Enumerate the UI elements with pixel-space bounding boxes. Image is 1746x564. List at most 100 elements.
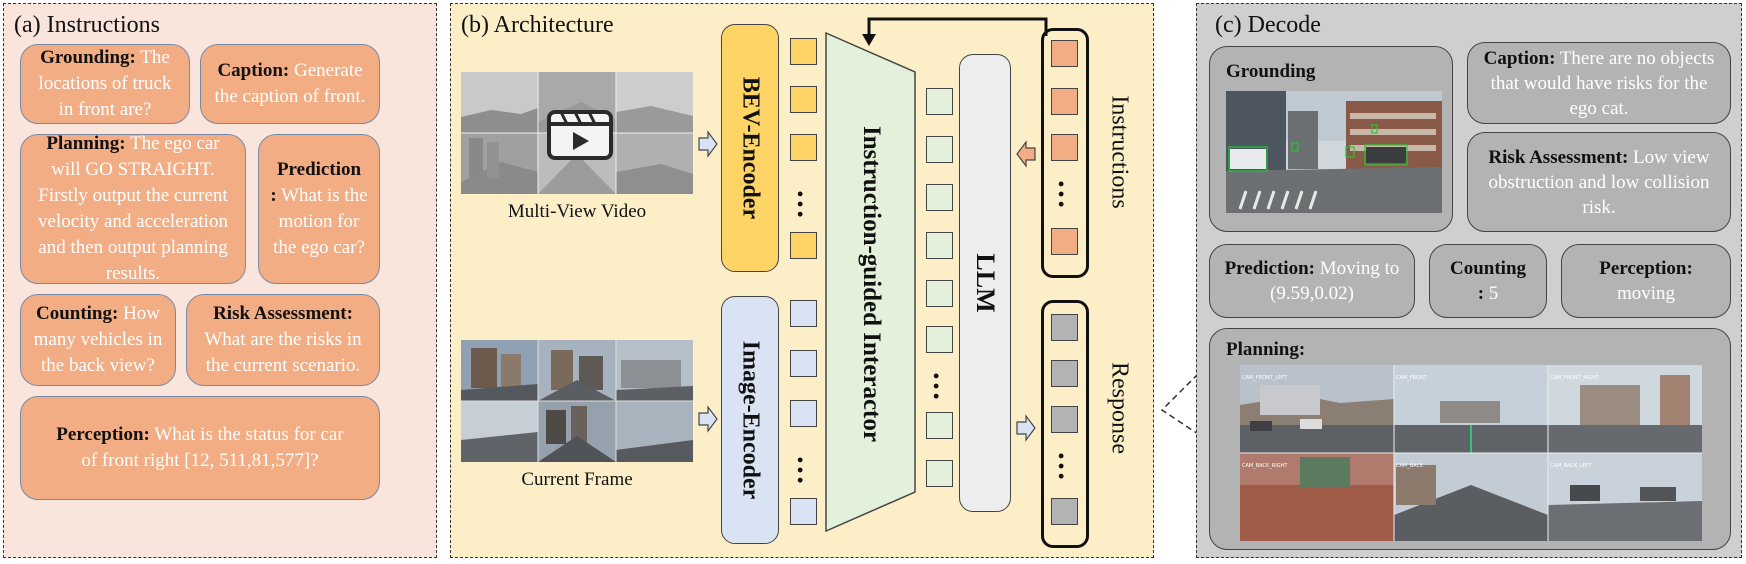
interactor-token bbox=[926, 326, 953, 353]
cam-label: CAM_FRONT_LEFT bbox=[1242, 375, 1288, 381]
image-token bbox=[790, 498, 817, 525]
counting-response-colon: : bbox=[1477, 283, 1485, 304]
callout-pointer bbox=[1160, 373, 1199, 435]
caption-response-text: There are no objects that would have ris… bbox=[1490, 47, 1715, 119]
response-label: Response bbox=[1106, 362, 1133, 454]
caption-key: Caption: bbox=[217, 60, 290, 81]
perception-instruction: Perception: What is the status for car o… bbox=[20, 396, 380, 500]
prediction-text: What is the motion for the ego car? bbox=[273, 185, 368, 258]
cam-label: CAM_BACK_LEFT bbox=[1550, 463, 1592, 469]
bev-token bbox=[790, 232, 817, 259]
current-frame-label: Current Frame bbox=[521, 469, 633, 490]
panel-c-title: (c) Decode bbox=[1215, 12, 1321, 38]
bev-token bbox=[790, 134, 817, 161]
prediction-response-key: Prediction: bbox=[1224, 258, 1315, 279]
prediction-colon: : bbox=[270, 185, 277, 206]
grounding-response: Grounding bbox=[1209, 46, 1453, 232]
cam-label: CAM_BACK_RIGHT bbox=[1242, 463, 1288, 469]
planning-key: Planning: bbox=[46, 133, 126, 154]
counting-response: Counting: 5 bbox=[1429, 244, 1547, 318]
interactor-token bbox=[926, 412, 953, 439]
prediction-instruction: Prediction: What is the motion for the e… bbox=[258, 134, 380, 284]
planning-camera-grid: CAM_FRONT_LEFT CAM_FRONT CAM_FRONT_RIGHT… bbox=[1240, 365, 1702, 541]
ellipsis-icon: … bbox=[927, 371, 960, 403]
grounding-response-key: Grounding bbox=[1226, 61, 1316, 82]
risk-response-key: Risk Assessment: bbox=[1488, 146, 1629, 168]
counting-key: Counting: bbox=[35, 303, 119, 324]
counting-response-key: Counting bbox=[1449, 258, 1527, 279]
cam-label: CAM_FRONT bbox=[1396, 375, 1427, 381]
arrow-right-icon bbox=[698, 405, 718, 433]
interactor-token bbox=[926, 460, 953, 487]
caption-response-key: Caption: bbox=[1483, 47, 1556, 69]
counting-text: How many vehicles in the back view? bbox=[33, 303, 163, 376]
caption-text: Generate the caption of front. bbox=[214, 60, 366, 107]
instruction-token bbox=[1051, 228, 1078, 255]
counting-instruction: Counting: How many vehicles in the back … bbox=[20, 294, 176, 386]
multi-view-video-image bbox=[461, 72, 693, 194]
caption-response: Caption: There are no objects that would… bbox=[1467, 42, 1731, 124]
planning-response-key: Planning: bbox=[1226, 339, 1306, 360]
perception-key: Perception: bbox=[56, 424, 150, 445]
perception-response-key: Perception: bbox=[1599, 258, 1693, 279]
cam-label: CAM_BACK bbox=[1396, 463, 1424, 469]
image-encoder-label: Image-Encoder bbox=[737, 340, 764, 500]
multi-view-video-label: Multi-View Video bbox=[507, 201, 647, 222]
cam-label: CAM_FRONT_RIGHT bbox=[1550, 375, 1599, 381]
risk-text: What are the risks in the current scenar… bbox=[204, 329, 362, 376]
instructions-panel: (a) Instructions Grounding: The location… bbox=[3, 3, 437, 558]
grounding-instruction: Grounding: The locations of truck in fro… bbox=[20, 44, 190, 124]
image-token bbox=[790, 400, 817, 427]
current-frame-image bbox=[461, 340, 693, 462]
perception-response: Perception: moving bbox=[1561, 244, 1731, 318]
image-token bbox=[790, 300, 817, 327]
arrow-right-icon bbox=[1016, 414, 1036, 442]
planning-instruction: Planning: The ego car will GO STRAIGHT. … bbox=[20, 133, 246, 284]
response-token bbox=[1051, 498, 1078, 525]
perception-text: What is the status for car of front righ… bbox=[81, 424, 344, 471]
planning-text: The ego car will GO STRAIGHT. Firstly ou… bbox=[38, 133, 228, 284]
interactor-token bbox=[926, 184, 953, 211]
interactor-token bbox=[926, 136, 953, 163]
ellipsis-icon: … bbox=[1052, 451, 1085, 483]
bev-encoder-label: BEV-Encoder bbox=[737, 76, 764, 220]
interactor-token bbox=[926, 88, 953, 115]
risk-key: Risk Assessment: bbox=[213, 303, 353, 324]
bev-token bbox=[790, 38, 817, 65]
instruction-token bbox=[1051, 88, 1078, 115]
grounding-street-image bbox=[1226, 91, 1442, 213]
ellipsis-icon: … bbox=[791, 455, 824, 487]
risk-response: Risk Assessment: Low view obstruction an… bbox=[1467, 132, 1731, 232]
counting-response-text: 5 bbox=[1484, 283, 1499, 304]
decode-panel: (c) Decode Grounding bbox=[1196, 3, 1742, 558]
image-encoder-block: Image-Encoder bbox=[721, 296, 779, 544]
response-token-group bbox=[1041, 300, 1089, 548]
perception-response-text: moving bbox=[1616, 283, 1676, 304]
response-token bbox=[1051, 360, 1078, 387]
planning-response: Planning: bbox=[1209, 328, 1731, 550]
prediction-response-text: Moving to (9.59,0.02) bbox=[1270, 258, 1400, 304]
bev-token bbox=[790, 86, 817, 113]
interactor-token bbox=[926, 232, 953, 259]
interactor-block bbox=[825, 32, 916, 532]
feedback-arrow-icon bbox=[862, 17, 1048, 46]
instructions-label: Instructions bbox=[1106, 95, 1133, 209]
arrow-right-icon bbox=[698, 130, 718, 158]
bev-encoder-block: BEV-Encoder bbox=[721, 24, 779, 272]
caption-instruction: Caption: Generate the caption of front. bbox=[200, 44, 380, 124]
instruction-token bbox=[1051, 134, 1078, 161]
ellipsis-icon: … bbox=[1052, 179, 1085, 211]
image-token bbox=[790, 350, 817, 377]
interactor-token bbox=[926, 280, 953, 307]
instructions-token-group bbox=[1041, 28, 1089, 278]
interactor-label: Instruction-guided Interactor bbox=[858, 126, 885, 442]
panel-b-title: (b) Architecture bbox=[461, 12, 614, 38]
video-play-icon bbox=[547, 110, 613, 160]
grounding-key: Grounding: bbox=[40, 47, 136, 68]
response-token bbox=[1051, 314, 1078, 341]
prediction-key: Prediction bbox=[276, 159, 362, 180]
architecture-panel: (b) Architecture bbox=[450, 3, 1154, 558]
risk-instruction: Risk Assessment: What are the risks in t… bbox=[186, 294, 380, 386]
response-token bbox=[1051, 406, 1078, 433]
panel-a-title: (a) Instructions bbox=[14, 12, 160, 38]
